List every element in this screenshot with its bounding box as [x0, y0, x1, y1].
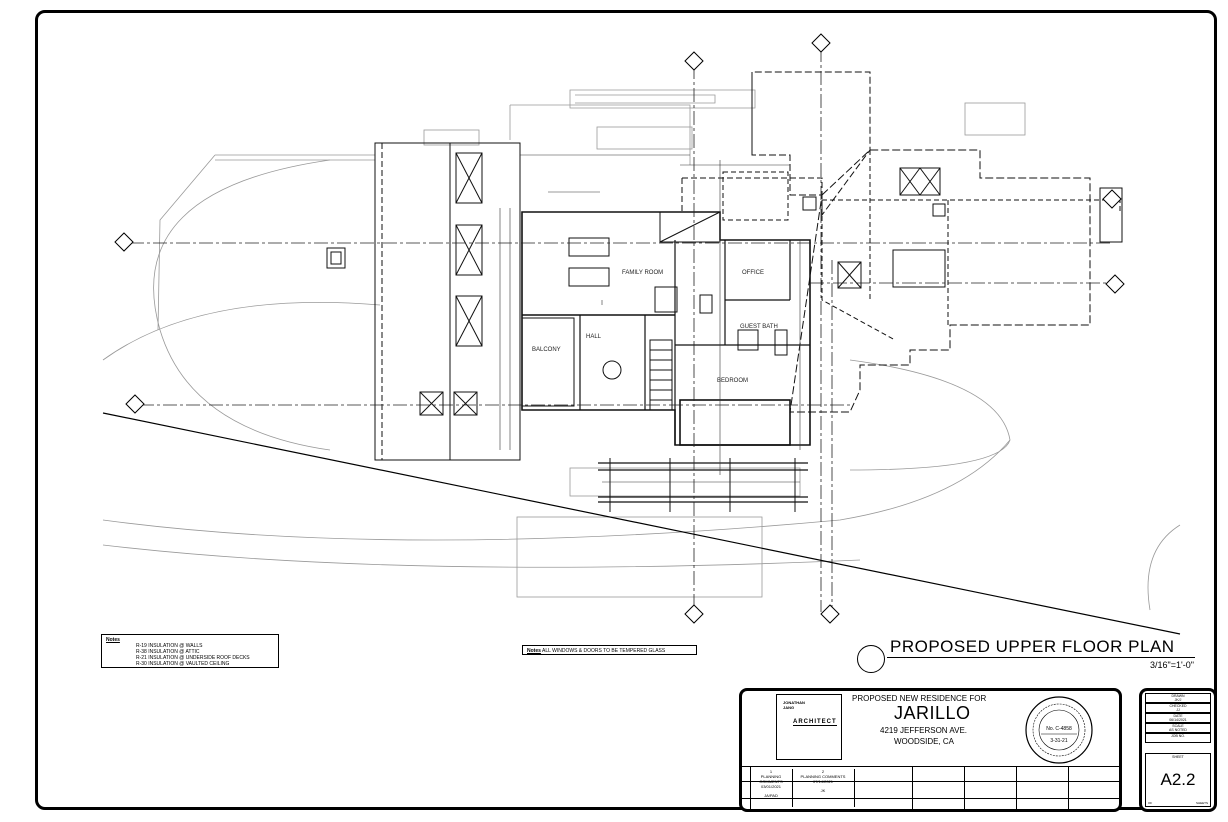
scale-label: SCALE: [1172, 724, 1184, 728]
note-line: R-21 INSULATION @ UNDERSIDE ROOF DECKS: [136, 655, 250, 661]
grid-marker: [811, 33, 831, 53]
sheet-number: A2.2: [1160, 770, 1196, 789]
revision-2: 2 PLANNING COMMENTS 07/14/2021 JK: [792, 769, 855, 807]
room-label-family-room: FAMILY ROOM: [622, 270, 663, 276]
property-line: [102, 412, 1181, 635]
architect-label: ARCHITECT: [793, 719, 837, 726]
plan-title: PROPOSED UPPER FLOOR PLAN: [890, 637, 1175, 656]
grid-marker: [1102, 189, 1122, 209]
of-label: OF: [1148, 801, 1153, 805]
architect-name-2: JANG: [783, 705, 795, 710]
checked-label: CHECKED: [1169, 704, 1187, 708]
sheet-number-box: SHEET A2.2 OF SHEETS: [1145, 753, 1211, 807]
revision-text: PLANNING COMMENTS 03/01/2021: [759, 774, 783, 789]
project-subtitle: PROPOSED NEW RESIDENCE FOR: [852, 694, 987, 703]
west-wing-outline: [374, 142, 521, 461]
glass-note-header: Notes: [527, 648, 541, 654]
architect-logo: JONATHAN JANG ARCHITECT: [776, 694, 842, 760]
project-name: JARILLO: [894, 703, 971, 723]
plan-title-underline: [887, 657, 1195, 658]
drawn-value: JK/J: [1174, 698, 1182, 702]
room-label-guest-bath: GUEST BATH: [740, 324, 778, 330]
revision-mark: 1: [769, 769, 773, 774]
architect-seal: No. C-4858 3-31-21: [1025, 696, 1093, 764]
note-line: R-19 INSULATION @ WALLS: [136, 643, 203, 649]
project-address-line-1: 4219 JEFFERSON AVE.: [880, 726, 967, 735]
date-field: DATE 06/14/2021: [1145, 713, 1211, 723]
drawn-field: DRAWN JK/J: [1145, 693, 1211, 703]
site-curve: [153, 159, 331, 451]
revision-by: JA/PAD: [764, 793, 778, 798]
grid-marker: [1105, 274, 1125, 294]
sheet-info-block: DRAWN JK/J CHECKED JJ DATE 06/14/2021 SC…: [1139, 688, 1217, 812]
seal-number: No. C-4858: [1046, 726, 1072, 732]
date-label: DATE: [1173, 714, 1183, 718]
sheets-label: SHEETS: [1195, 801, 1208, 805]
plan-scale: 3/16"=1'-0": [1150, 660, 1194, 670]
revision-table: 1 PLANNING COMMENTS 03/01/2021 JA/PAD 2 …: [742, 766, 1120, 809]
revision-1: 1 PLANNING COMMENTS 03/01/2021 JA/PAD: [750, 769, 793, 807]
scale-field: SCALE AS NOTED: [1145, 723, 1211, 733]
grid-marker: [820, 604, 840, 624]
title-block: JONATHAN JANG ARCHITECT PROPOSED NEW RES…: [739, 688, 1122, 812]
insulation-notes: Notes R-19 INSULATION @ WALLS R-38 INSUL…: [101, 634, 279, 668]
architect-name-1: JONATHAN: [783, 700, 805, 705]
date-value: 06/14/2021: [1169, 718, 1187, 722]
notes-header: Notes: [106, 637, 120, 643]
note-line: R-38 INSULATION @ ATTIC: [136, 649, 200, 655]
revision-by: JK: [820, 788, 826, 793]
grid-marker: [684, 51, 704, 71]
job-label: JOB NO.: [1170, 734, 1185, 738]
grid-marker: [684, 604, 704, 624]
glass-note: Notes ALL WINDOWS & DOORS TO BE TEMPERED…: [522, 645, 697, 655]
room-label-balcony: BALCONY: [532, 347, 561, 353]
drawn-label: DRAWN: [1171, 694, 1185, 698]
note-line: R-30 INSULATION @ VAULTED CEILING: [136, 661, 230, 667]
checked-field: CHECKED JJ: [1145, 703, 1211, 713]
revision-text: PLANNING COMMENTS 07/14/2021: [800, 774, 846, 784]
title-bubble: [857, 645, 885, 673]
scale-value: AS NOTED: [1169, 728, 1187, 732]
sheet-label: SHEET: [1172, 755, 1184, 759]
job-field: JOB NO.: [1145, 733, 1211, 743]
seal-date: 3-31-21: [1050, 738, 1067, 744]
grid-marker: [125, 394, 145, 414]
room-label-hall: HALL: [586, 334, 602, 340]
checked-value: JJ: [1176, 708, 1180, 712]
room-label-bedroom: BEDROOM: [717, 378, 748, 384]
glass-note-text: ALL WINDOWS & DOORS TO BE TEMPERED GLASS: [542, 648, 666, 654]
revision-mark: 2: [821, 769, 825, 774]
north-roof-outline: [751, 71, 871, 217]
project-address-line-2: WOODSIDE, CA: [894, 737, 955, 746]
grid-marker: [114, 232, 134, 252]
room-label-office: OFFICE: [742, 270, 764, 276]
east-roof-outline: [789, 149, 1091, 413]
